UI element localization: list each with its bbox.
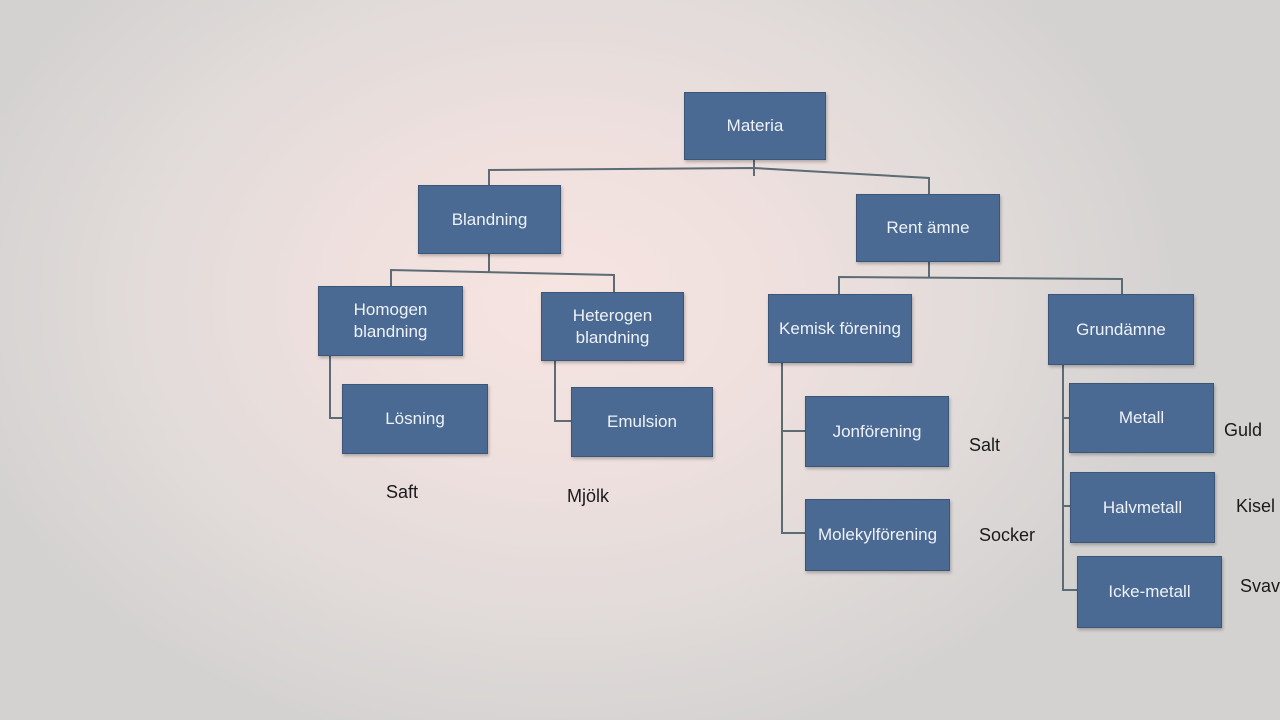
example-guld: Guld <box>1224 420 1263 440</box>
node-metall: Metall <box>1069 383 1214 453</box>
connector-homogen-losning <box>329 356 342 419</box>
example-kisel: Kisel <box>1236 496 1276 516</box>
node-blandning: Blandning <box>418 185 561 254</box>
node-emulsion: Emulsion <box>571 387 713 457</box>
example-salt: Salt <box>969 435 1001 455</box>
connector-rentamne-children <box>838 275 1123 295</box>
example-saft: Saft <box>386 482 419 502</box>
connector-heterogen-emulsion <box>554 361 571 422</box>
node-kemisk-forening: Kemisk förening <box>768 294 912 363</box>
node-heterogen-blandning: Heterogen blandning <box>541 292 684 361</box>
node-molekylforening: Molekylförening <box>805 499 950 571</box>
node-jonforening: Jonförening <box>805 396 949 467</box>
node-icke-metall: Icke-metall <box>1077 556 1222 628</box>
node-rent-amne: Rent ämne <box>856 194 1000 262</box>
example-svavel: Svav <box>1240 576 1280 596</box>
example-mjolk: Mjölk <box>567 486 610 506</box>
node-grundamne: Grundämne <box>1048 294 1194 365</box>
connector-blandning-children <box>390 268 615 293</box>
node-materia: Materia <box>684 92 826 160</box>
node-halvmetall: Halvmetall <box>1070 472 1215 543</box>
connector-kemisk-children <box>781 363 805 534</box>
connector-grundamne-children <box>1062 365 1077 591</box>
node-losning: Lösning <box>342 384 488 454</box>
node-homogen-blandning: Homogen blandning <box>318 286 463 356</box>
example-socker: Socker <box>979 525 1036 545</box>
